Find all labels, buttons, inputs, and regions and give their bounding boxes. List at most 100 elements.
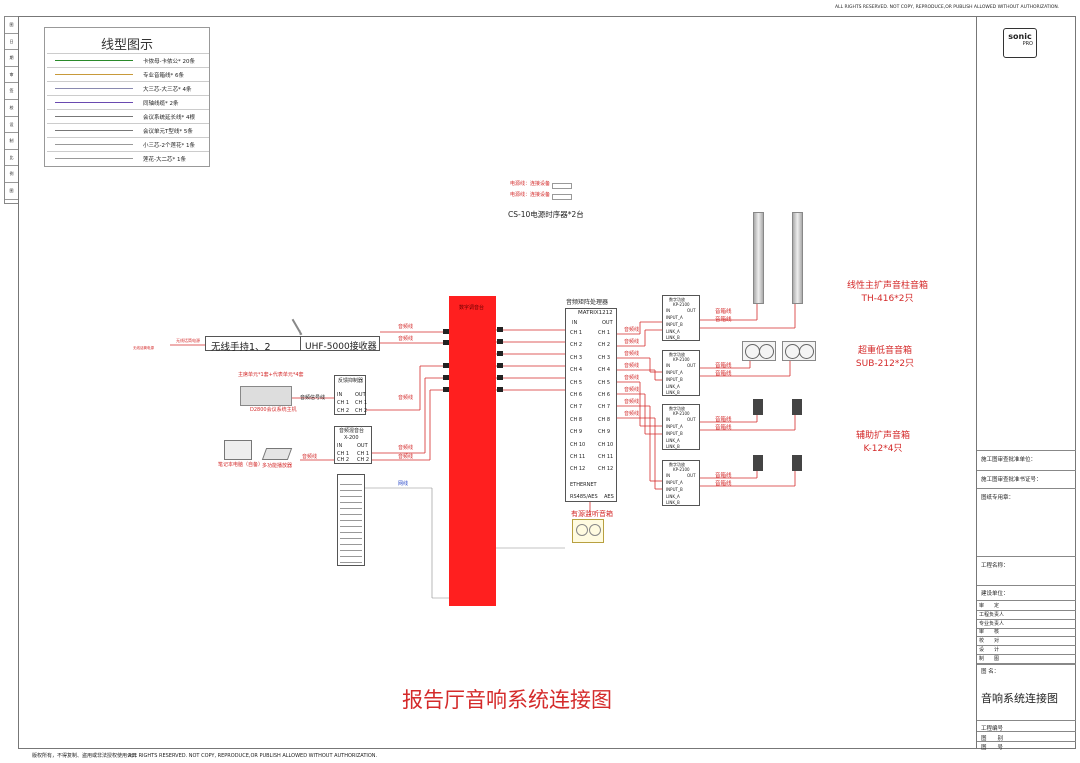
mixer-model: X-200 [344,435,359,441]
tb-divider [977,450,1076,451]
legend-label: 莲花-大二芯* 1条 [143,157,186,163]
legend-row: 同轴线缆* 2条 [47,95,209,108]
port-label: CH 2 [337,457,350,463]
tb-divider [977,585,1076,586]
legend-row: 大三芯-大三芯* 4条 [47,81,209,94]
connector [497,327,503,332]
amp-title: 数字功放 [669,297,685,302]
matrix-in-channel: CH 1 [570,330,583,336]
port-label: CH 1 [357,451,370,457]
legend-label: 会议单元T型线* 5条 [143,129,193,135]
port-label: CH 2 [357,457,370,463]
audio-mixer-box: 音频混音台 X-200 IN OUT CH 1 CH 1 CH 2 CH 2 [334,426,372,464]
amp-port: LINK_A [666,438,680,443]
wireless-mic-label: 无线手持1、2 [211,342,271,353]
page-title: 报告厅音响系统连接图 [402,688,612,712]
legend-label: 会议系统延长线* 4根 [143,115,195,121]
cable-label: 音频线 [398,454,414,460]
connector [497,339,503,344]
port-label: OUT [357,443,368,449]
strip-cell: 期 [5,50,18,67]
amp-port: INPUT_B [666,322,683,327]
amp-port: LINK_B [666,390,680,395]
amp-port: OUT [687,417,696,422]
strip-cell: 例 [5,166,18,183]
logo-brand: sonic [1008,32,1032,41]
left-revision-strip: 图 日 期 审 签 校 设 制 比 例 图 [4,16,18,204]
aux-speaker-icon [753,399,763,415]
uhf-receiver-label: UHF-5000接收器 [305,342,377,352]
amplifier-3: 数字功放 KP-2100 IN OUT INPUT_A INPUT_B LINK… [662,404,700,450]
amp-port: IN [666,363,671,368]
matrix-in-channel: CH 9 [570,429,583,436]
matrix-out-channel: CH 2 [598,342,611,349]
matrix-out-channel: CH 6 [598,392,611,398]
copyright-bottom-en: ALL RIGHTS RESERVED. NOT COPY, REPRODUCE… [128,753,378,759]
tb-drawing-name-label: 图 名： [981,669,1000,675]
tb-role: 设 计 [979,647,1000,653]
tb-role: 专业负责人 [979,620,1005,627]
conference-host-icon [240,386,292,406]
aux-speaker-icon [753,455,763,471]
matrix-in-channel: CH 5 [570,379,583,386]
matrix-out-channel: CH 5 [598,379,611,386]
matrix-in-channel: CH 8 [570,416,583,423]
monitor-speaker-icon [572,519,604,543]
drawing-frame [18,16,1076,749]
cable-label: 音箱线 [715,363,732,369]
tb-bottom-field: 工程编号 [981,726,1004,732]
cable-label: 音频线 [624,399,640,405]
amp-model: KP-2100 [673,302,690,307]
speaker-name: 线性主扩声音柱音箱 [846,281,928,291]
subwoofer-label: 超重低音音箱 SUB-212*2只 [850,343,920,369]
legend-row: 专业音箱线* 6条 [47,67,209,80]
cable-label: 音箱线 [715,371,732,377]
console-channel-strips [340,479,362,563]
port-label: CH 1 [355,400,368,406]
legend-row: 莲花-大二芯* 1条 [47,151,209,164]
amplifier-2: 数字功放 KP-2100 IN OUT INPUT_A INPUT_B LINK… [662,350,700,396]
cable-label: 音频线 [398,336,414,342]
legend-label: 同轴线缆* 2条 [143,101,179,107]
tb-role: 工程负责人 [979,611,1005,618]
subwoofer-icon [742,341,776,361]
amp-port: INPUT_A [666,480,683,485]
tb-divider [977,627,1076,629]
amp-port: LINK_A [666,384,680,389]
ethernet-port-label: ETHERNET [570,482,597,488]
tb-field: 施工图审查批准单位： [981,457,1037,463]
matrix-out-label: OUT [602,320,613,326]
cable-label: 音频线 [398,395,414,401]
amp-port: INPUT_A [666,370,683,375]
matrix-out-channel: CH 7 [598,404,611,411]
cable-label: 音箱线 [715,417,732,423]
main-dsp-unit: 数字调音台 [449,296,496,606]
logo-sub: PRO [1022,41,1033,47]
amp-model: KP-2100 [673,411,690,416]
wireless-mic-box: 无线手持1、2 [205,336,302,353]
aux-speaker-icon [792,455,802,471]
strip-cell: 比 [5,150,18,167]
matrix-out-channel: CH 4 [598,367,611,374]
strip-cell: 签 [5,83,18,100]
amp-title: 数字功放 [669,406,685,411]
legend-row: 小三芯-2个莲花* 1条 [47,137,209,150]
cable-label: 音频线 [398,445,414,451]
amp-port: IN [666,417,671,422]
connector [497,351,503,356]
tb-divider [977,610,1076,611]
matrix-out-channel: CH 10 [598,441,614,448]
matrix-out-channel: CH 12 [598,466,614,473]
matrix-model: MATRIX1212 [578,310,613,316]
tb-divider [977,600,1076,601]
amp-title: 数字功放 [669,352,685,357]
cable-label: 音频信号线 [300,395,326,401]
cable-label: 音箱线 [715,309,732,315]
uhf-receiver-box: UHF-5000接收器 [300,336,380,352]
tb-divider [977,618,1076,620]
power-line-label: 电源线：连接设备 [510,181,551,187]
rs485-port-label: RS485/AES [570,494,598,500]
player-icon [261,448,293,460]
